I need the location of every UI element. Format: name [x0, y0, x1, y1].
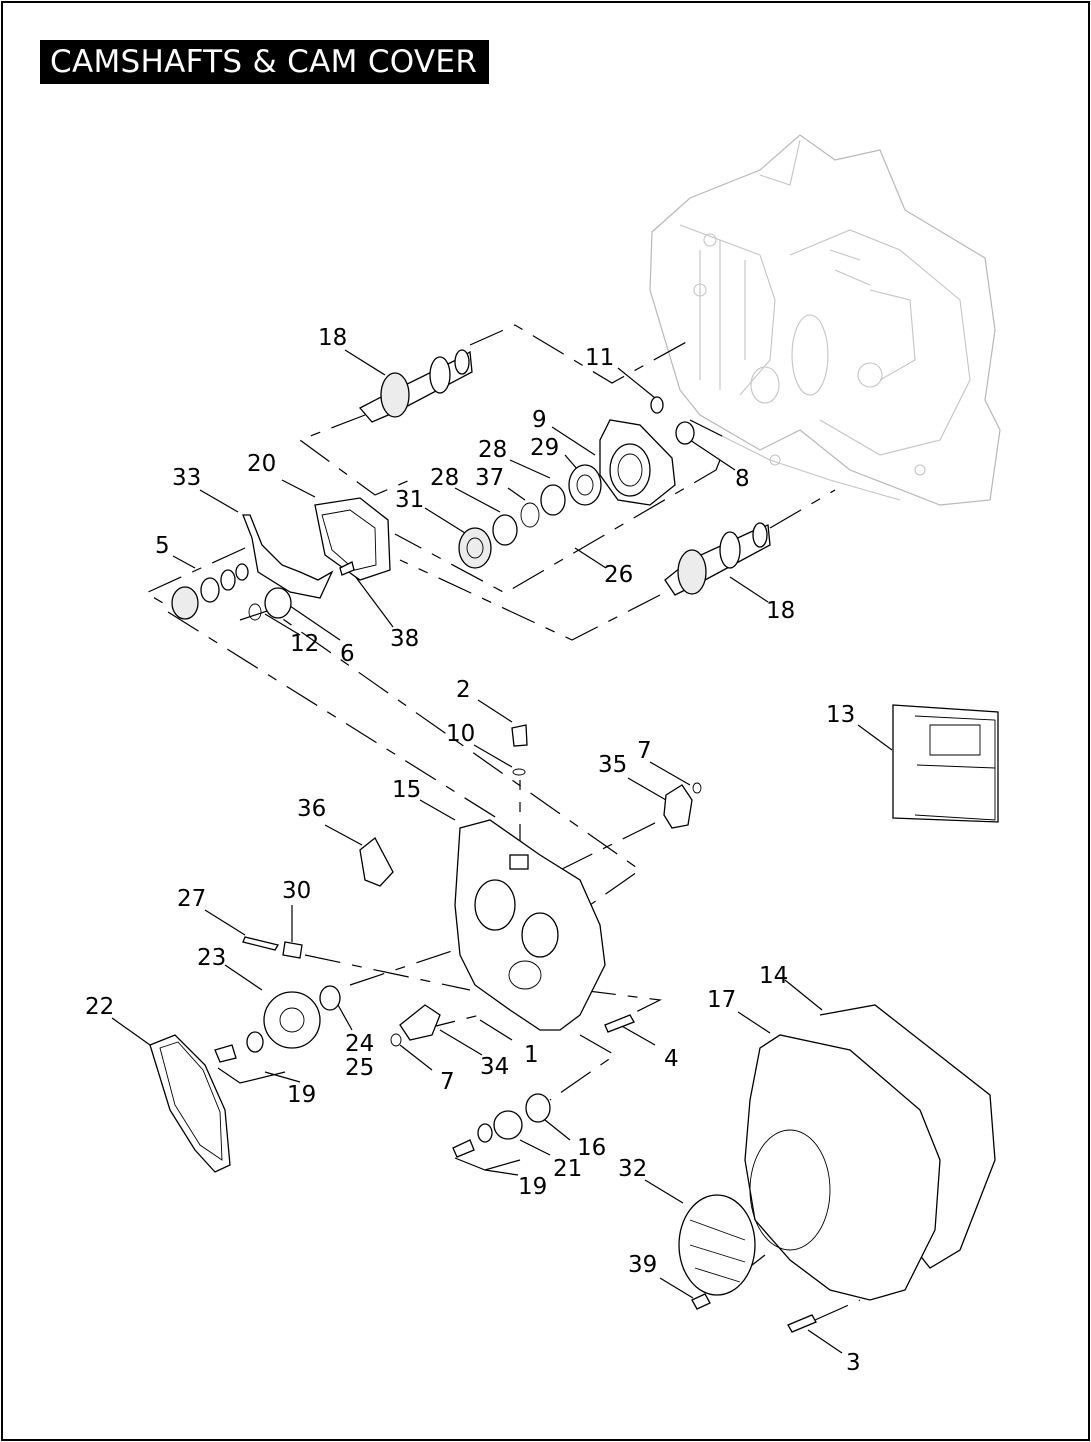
o-ring-7b-part — [390, 1033, 402, 1047]
callout-36: 36 — [297, 796, 326, 822]
callout-27: 27 — [177, 886, 206, 912]
crankcase-illustration — [649, 134, 1001, 506]
pin-30-part — [282, 941, 303, 959]
callout-7-lower: 7 — [440, 1069, 455, 1095]
chain-22-part — [149, 1034, 231, 1173]
callout-15: 15 — [392, 777, 421, 803]
bearing-31-part — [458, 527, 492, 569]
callout-29: 29 — [530, 435, 559, 461]
callout-7-upper: 7 — [637, 738, 652, 764]
bracket-36-part — [359, 837, 394, 887]
lever-34-part — [399, 1004, 441, 1041]
timer-cover-32-part — [678, 1194, 756, 1296]
plate-33-part — [242, 514, 334, 599]
screw-4-part — [604, 1014, 635, 1033]
callout-33: 33 — [172, 465, 201, 491]
screw-39-part — [691, 1293, 711, 1310]
sprocket-21-part — [493, 1110, 523, 1140]
callout-19-lower: 19 — [518, 1174, 547, 1200]
callout-37: 37 — [475, 465, 504, 491]
callout-28-upper: 28 — [478, 437, 507, 463]
o-ring-11-part — [650, 396, 664, 414]
callout-3: 3 — [846, 1350, 861, 1376]
bearing-29-part — [568, 464, 602, 506]
callout-20: 20 — [247, 451, 276, 477]
camshaft-rear-part — [358, 349, 473, 423]
o-ring-8-part — [675, 421, 695, 445]
cam-cover-17-part — [744, 1034, 941, 1301]
ring-12-part — [248, 603, 262, 621]
callout-18-lower: 18 — [766, 598, 795, 624]
callout-17: 17 — [707, 987, 736, 1013]
bushing-24-part — [319, 985, 341, 1011]
camshaft-front-part — [664, 522, 771, 596]
callout-21: 21 — [553, 1156, 582, 1182]
chain-20-part — [314, 497, 391, 581]
spacer-28-part — [540, 484, 566, 516]
cam-support-plate-15-part — [454, 819, 606, 1031]
callout-2: 2 — [456, 677, 471, 703]
oil-pump-part — [599, 419, 676, 506]
callout-32: 32 — [618, 1156, 647, 1182]
callout-19-upper: 19 — [287, 1082, 316, 1108]
callout-14: 14 — [759, 963, 788, 989]
callout-4: 4 — [664, 1046, 679, 1072]
screw-3-part — [787, 1314, 817, 1333]
callout-16: 16 — [577, 1135, 606, 1161]
bolt-19b-part — [452, 1139, 475, 1158]
callout-38: 38 — [390, 626, 419, 652]
callout-13: 13 — [826, 702, 855, 728]
callout-labels: 18 11 8 9 28 29 28 37 31 20 33 5 26 18 3… — [85, 325, 861, 1376]
callout-18-upper: 18 — [318, 325, 347, 351]
callout-25: 25 — [345, 1055, 374, 1081]
callout-5: 5 — [155, 533, 170, 559]
callout-22: 22 — [85, 994, 114, 1020]
page-title: CAMSHAFTS & CAM COVER — [40, 40, 489, 84]
callout-23: 23 — [197, 945, 226, 971]
o-ring-10-part — [512, 768, 526, 776]
sprocket-23-part — [263, 991, 321, 1049]
callout-31: 31 — [395, 487, 424, 513]
callout-39: 39 — [628, 1252, 657, 1278]
callout-6: 6 — [340, 641, 355, 667]
bearing-5-part — [171, 586, 199, 620]
spacer-28b-part — [492, 514, 518, 546]
pin-38-part — [339, 561, 355, 576]
ring-37-part — [520, 502, 540, 528]
callout-26: 26 — [604, 562, 633, 588]
washer-19-part — [477, 1123, 493, 1143]
kit-box-13-part — [892, 704, 999, 823]
callout-10: 10 — [446, 721, 475, 747]
callout-11: 11 — [585, 345, 614, 371]
bushing-16-part — [525, 1093, 551, 1123]
callout-9: 9 — [532, 407, 547, 433]
callout-8: 8 — [735, 466, 750, 492]
bolt-19-part — [214, 1044, 237, 1063]
callout-24: 24 — [345, 1031, 374, 1057]
callout-35: 35 — [598, 752, 627, 778]
leader-lines — [111, 349, 893, 1354]
plug-2-part — [511, 724, 528, 747]
callout-28-lower: 28 — [430, 465, 459, 491]
valve-35-part — [663, 784, 693, 829]
callout-1: 1 — [524, 1042, 539, 1068]
spring-27-part — [242, 936, 280, 951]
bearing-6-part — [264, 587, 292, 619]
callout-12: 12 — [290, 631, 319, 657]
callout-34: 34 — [480, 1054, 509, 1080]
callout-30: 30 — [282, 878, 311, 904]
o-ring-7a-part — [692, 782, 702, 794]
